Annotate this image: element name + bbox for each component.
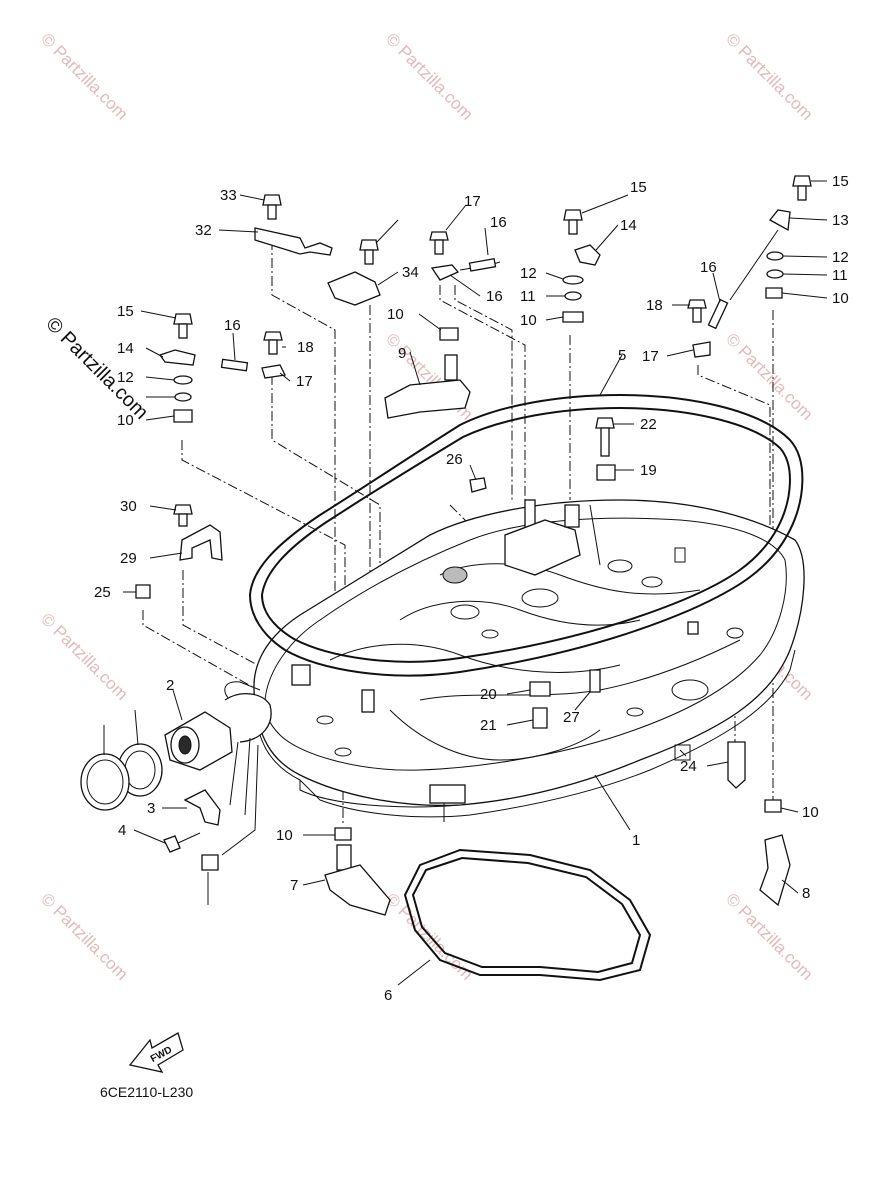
leader-lines [103, 180, 828, 986]
callout-26: 33 [220, 187, 237, 204]
watermark: © Partzilla.com [722, 29, 816, 123]
watermark: © Partzilla.com [722, 889, 816, 983]
upper-seal [248, 393, 804, 677]
drawing-code: 6CE2110-L230 [100, 1084, 193, 1100]
watermark: © Partzilla.com [37, 29, 131, 123]
callout-20: 21 [480, 717, 497, 734]
watermark: © Partzilla.com [37, 889, 131, 983]
callout-15-right: 15 [832, 173, 849, 190]
callout-18-right: 18 [646, 297, 663, 314]
callout-11-right: 11 [832, 267, 848, 284]
callout-16-center: 16 [490, 214, 507, 231]
callout-18-left: 18 [297, 339, 314, 356]
bottom-cowling [224, 499, 805, 818]
fwd-arrow: FWD [128, 1032, 184, 1073]
callout-8: 8 [802, 885, 810, 902]
callout-12-right: 12 [832, 249, 849, 266]
callout-6: 6 [384, 987, 392, 1004]
callout-7: 7 [290, 877, 298, 894]
callout-17-center: 16 [486, 288, 503, 305]
callout-14-left: 14 [117, 340, 134, 357]
watermark: © Partzilla.com [37, 609, 131, 703]
callout-15-center: 15 [630, 179, 647, 196]
callout-3: 3 [147, 800, 155, 817]
callout-13: 13 [832, 212, 849, 229]
callout-10-lower-left: 10 [276, 827, 293, 844]
callout-17-left: 17 [296, 373, 313, 390]
callout-4: 4 [118, 822, 126, 839]
callout-16-right: 16 [700, 259, 717, 276]
watermark: © Partzilla.com [722, 329, 816, 423]
callout-19-lower: 20 [480, 686, 497, 703]
callout-15-left: 15 [117, 303, 134, 320]
callout-10-lower-right: 10 [802, 804, 819, 821]
callout-19-upper: 19 [640, 462, 657, 479]
callout-24-upper: 26 [446, 451, 463, 468]
callouts: 33 32 34 17 16 16 15 14 12 11 10 15 13 1… [94, 173, 849, 1004]
callout-14-center: 14 [620, 217, 637, 234]
callout-10-left: 10 [117, 412, 134, 429]
callout-12-center: 12 [520, 265, 537, 282]
callout-9: 9 [398, 345, 406, 362]
callout-29: 29 [120, 550, 137, 567]
callout-17-right: 17 [642, 348, 659, 365]
callout-30: 30 [120, 498, 137, 515]
watermark-dark: © Partzilla.com [41, 313, 152, 424]
small-parts [80, 175, 812, 916]
callout-18-center: 17 [464, 193, 481, 210]
callout-21: 22 [640, 416, 657, 433]
callout-23: 25 [94, 584, 111, 601]
callout-24-lower: 27 [563, 709, 580, 726]
callout-2: 2 [166, 677, 174, 694]
callout-25: 32 [195, 222, 212, 239]
callout-22: 24 [680, 758, 697, 775]
callout-5: 5 [618, 347, 626, 364]
callout-10-center: 10 [520, 312, 537, 329]
callout-1: 1 [632, 832, 640, 849]
callout-10-part9: 10 [387, 306, 404, 323]
callout-10-right: 10 [832, 290, 849, 307]
callout-16-left: 16 [224, 317, 241, 334]
callout-12-left: 12 [117, 369, 134, 386]
watermark: © Partzilla.com [382, 29, 476, 123]
callout-11-center: 11 [520, 288, 536, 305]
callout-27: 34 [402, 264, 419, 281]
lower-gasket [403, 848, 652, 982]
